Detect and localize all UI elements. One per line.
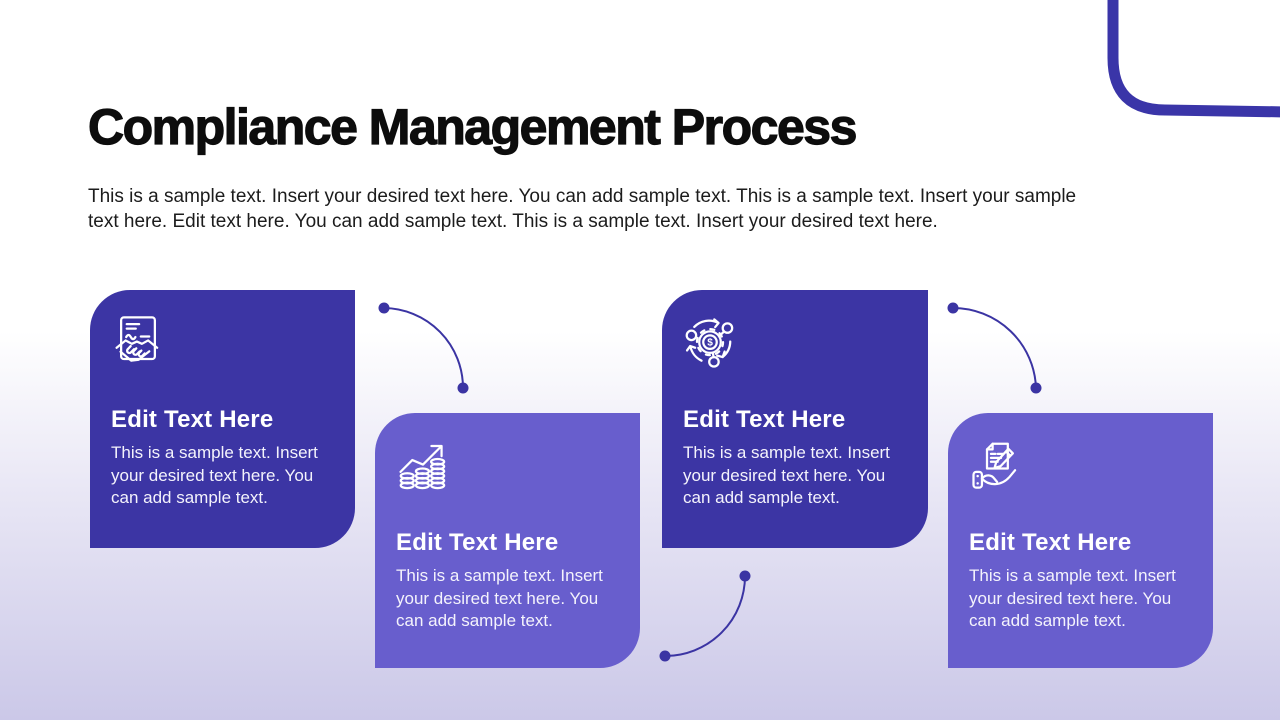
card-heading: Edit Text Here bbox=[111, 406, 274, 433]
card-heading: Edit Text Here bbox=[969, 529, 1132, 556]
contract-handshake-icon bbox=[111, 314, 165, 368]
hand-document-icon bbox=[969, 437, 1023, 491]
card-body-text: This is a sample text. Insert your desir… bbox=[111, 443, 318, 507]
card-heading: Edit Text Here bbox=[396, 529, 559, 556]
card-heading: Edit Text Here bbox=[683, 406, 846, 433]
process-card-2: Edit Text Here This is a sample text. In… bbox=[375, 413, 640, 668]
slide-description: This is a sample text. Insert your desir… bbox=[88, 186, 1077, 232]
process-card-1: Edit Text Here This is a sample text. In… bbox=[90, 290, 355, 548]
slide-title: Compliance Management Process bbox=[87, 98, 858, 155]
card-body-text: This is a sample text. Insert your desir… bbox=[396, 566, 603, 630]
card-body-text: This is a sample text. Insert your desir… bbox=[683, 443, 890, 507]
corner-frame-decoration bbox=[1107, 0, 1280, 118]
connector-arc-1 bbox=[378, 302, 469, 394]
svg-text:$: $ bbox=[707, 338, 713, 349]
process-card-3: $ Edit Text Here This is a sample text. … bbox=[662, 290, 928, 548]
money-gear-icon: $ bbox=[683, 314, 737, 368]
connector-arc-2 bbox=[659, 570, 751, 662]
card-body-text: This is a sample text. Insert your desir… bbox=[969, 566, 1176, 630]
process-card-4: Edit Text Here This is a sample text. In… bbox=[948, 413, 1213, 668]
coins-growth-icon bbox=[396, 437, 450, 491]
connector-arc-3 bbox=[947, 302, 1042, 394]
